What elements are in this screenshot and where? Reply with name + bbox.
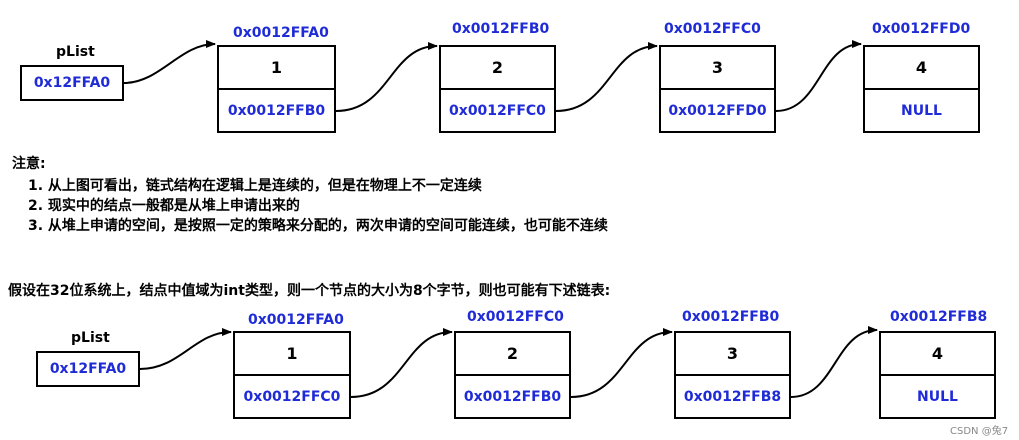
node-data-cell: 4 bbox=[863, 45, 980, 90]
node-next-cell: 0x0012FFC0 bbox=[439, 88, 556, 133]
node-value: 4 bbox=[931, 344, 944, 363]
node-data-cell: 4 bbox=[879, 331, 996, 376]
notes-title: 注意: bbox=[12, 156, 46, 172]
node-next-cell: 0x0012FFB0 bbox=[454, 374, 571, 419]
plist-box: 0x12FFA0 bbox=[20, 65, 124, 101]
node-address: 0x0012FFB0 bbox=[682, 309, 780, 325]
node-value: 2 bbox=[506, 344, 519, 363]
node-next-value: NULL bbox=[917, 388, 958, 405]
arrow-node3-to-node4 bbox=[775, 40, 862, 112]
note-line: 2. 现实中的结点一般都是从堆上申请出来的 bbox=[28, 198, 300, 214]
node-next-value: 0x0012FFB0 bbox=[463, 388, 562, 405]
node-next-value: 0x0012FFC0 bbox=[243, 388, 341, 405]
node-address: 0x0012FFC0 bbox=[664, 21, 761, 37]
node-next-cell: 0x0012FFD0 bbox=[659, 88, 776, 133]
arrow2-node1-to-node2 bbox=[350, 328, 453, 398]
plist-label: pList bbox=[71, 330, 110, 346]
assumption-text: 假设在32位系统上，结点中值域为int类型，则一个节点的大小为8个字节，则也可能… bbox=[8, 283, 611, 299]
node-data-cell: 1 bbox=[217, 45, 336, 90]
arrow-node1-to-node2 bbox=[335, 42, 438, 112]
node-value: 1 bbox=[270, 58, 283, 77]
node-address: 0x0012FFB8 bbox=[890, 309, 988, 325]
note-line: 3. 从堆上申请的空间，是按照一定的策略来分配的，两次申请的空间可能连续，也可能… bbox=[28, 218, 608, 234]
node-data-cell: 2 bbox=[454, 331, 571, 376]
node-value: 1 bbox=[286, 344, 298, 363]
note-line: 1. 从上图可看出，链式结构在逻辑上是连续的，但是在物理上不一定连续 bbox=[28, 178, 482, 194]
node-value: 3 bbox=[726, 344, 739, 363]
node-next-cell: NULL bbox=[863, 88, 980, 133]
node-address: 0x0012FFA0 bbox=[233, 25, 329, 41]
node-address: 0x0012FFC0 bbox=[467, 309, 564, 325]
node-value: 3 bbox=[711, 58, 724, 77]
node-next-value: 0x0012FFB0 bbox=[227, 102, 326, 119]
node-next-value: 0x0012FFC0 bbox=[449, 102, 546, 119]
node-value: 2 bbox=[491, 58, 504, 77]
arrow2-node2-to-node3 bbox=[570, 328, 673, 398]
node-data-cell: 3 bbox=[674, 331, 791, 376]
node-value: 4 bbox=[915, 58, 928, 77]
node-data-cell: 1 bbox=[233, 331, 351, 376]
node-next-cell: NULL bbox=[879, 374, 996, 419]
arrow2-plist-to-node1 bbox=[139, 328, 232, 370]
arrow-node2-to-node3 bbox=[555, 42, 658, 112]
node-data-cell: 3 bbox=[659, 45, 776, 90]
arrow2-node3-to-node4 bbox=[790, 326, 878, 398]
node-address: 0x0012FFD0 bbox=[872, 21, 971, 37]
node-next-cell: 0x0012FFC0 bbox=[233, 374, 351, 419]
node-next-value: 0x0012FFB8 bbox=[683, 388, 782, 405]
plist-value: 0x12FFA0 bbox=[49, 361, 127, 377]
plist-value: 0x12FFA0 bbox=[33, 75, 111, 91]
node-next-value: NULL bbox=[901, 102, 942, 119]
watermark: CSDN @兔7 bbox=[950, 426, 1009, 437]
node-next-value: 0x0012FFD0 bbox=[668, 102, 767, 119]
node-next-cell: 0x0012FFB0 bbox=[217, 88, 336, 133]
node-address: 0x0012FFB0 bbox=[452, 21, 550, 37]
node-address: 0x0012FFA0 bbox=[248, 312, 344, 328]
node-next-cell: 0x0012FFB8 bbox=[674, 374, 791, 419]
plist-label: pList bbox=[56, 44, 95, 60]
plist-box: 0x12FFA0 bbox=[36, 351, 140, 387]
node-data-cell: 2 bbox=[439, 45, 556, 90]
arrow-plist-to-node1 bbox=[123, 40, 216, 84]
